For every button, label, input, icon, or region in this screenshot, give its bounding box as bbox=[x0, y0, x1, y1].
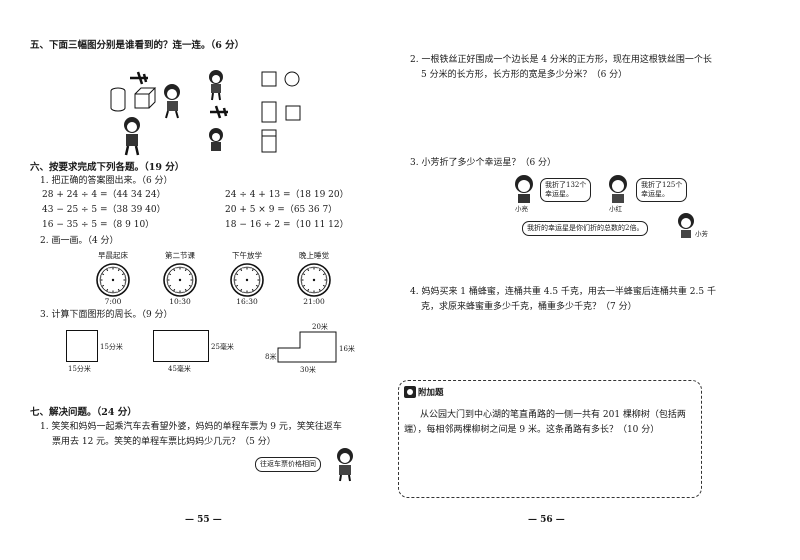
view-square-icon bbox=[261, 71, 277, 87]
clock-label-top: 晚上睡觉 bbox=[299, 251, 329, 260]
view-small-square-icon bbox=[285, 105, 301, 121]
airplane-right-icon bbox=[210, 105, 228, 119]
q5-figures bbox=[110, 70, 301, 156]
xiaoliang-bubble: 我折了132个 幸运星。 bbox=[540, 178, 592, 202]
xiaohong-icon bbox=[609, 175, 627, 203]
clock-label-bottom: 16:30 bbox=[236, 297, 258, 306]
rect-side-label: 25毫米 bbox=[211, 343, 234, 351]
ticket-hint-bubble: 往返车票价格相同 bbox=[255, 457, 321, 472]
girl-figure-right-icon bbox=[209, 70, 223, 101]
clock-label-top: 下午放学 bbox=[232, 251, 262, 260]
calc-item: 43 − 25 ÷ 5 =（38 39 40） bbox=[42, 205, 166, 215]
clock-label-top: 早晨起床 bbox=[98, 251, 128, 260]
q6-title: 六、按要求完成下列各题。（19 分） bbox=[30, 162, 185, 173]
q6-p3-title: 3. 计算下面图形的周长。（9 分） bbox=[40, 310, 173, 320]
bonus-box bbox=[398, 380, 702, 498]
r-q3-title: 3. 小芳折了多少个幸运星？（6 分） bbox=[410, 158, 557, 168]
xiaohong-name: 小红 bbox=[609, 205, 622, 213]
page-number-left: — 55 — bbox=[185, 515, 222, 525]
q5-title: 五、下面三幅图分别是谁看到的？连一连。（6 分） bbox=[30, 40, 245, 51]
clock-label-top: 第二节课 bbox=[165, 251, 195, 260]
clock-face bbox=[297, 263, 331, 297]
square-side-label: 15分米 bbox=[100, 343, 123, 351]
rect-bottom-label: 45毫米 bbox=[168, 365, 191, 373]
clock-face bbox=[230, 263, 264, 297]
xiaofang-icon bbox=[678, 213, 694, 238]
boy-figure-right-icon bbox=[209, 128, 223, 151]
clock-label-bottom: 7:00 bbox=[104, 297, 122, 306]
bonus-line2: 端），每相邻两棵柳树之间是 9 米。这条甬路有多长？（10 分） bbox=[404, 425, 660, 435]
girl-hint-icon bbox=[337, 448, 353, 482]
square-shape bbox=[66, 330, 98, 362]
cube-icon bbox=[134, 87, 157, 109]
view-tall-rect-icon bbox=[261, 101, 277, 123]
q7-p1-line1: 1. 笑笑和妈妈一起乘汽车去看望外婆，妈妈的单程车票为 9 元，笑笑往返车 bbox=[40, 422, 342, 432]
r-q2-line2: 5 分米的长方形，长方形的宽是多少分米？（6 分） bbox=[421, 70, 628, 80]
bubble-line: 幸运星。 bbox=[545, 190, 573, 198]
view-rect-line-icon bbox=[261, 129, 277, 153]
calc-item: 24 ÷ 4 + 13 =（18 19 20） bbox=[225, 190, 349, 200]
shape-top-label: 20米 bbox=[312, 323, 328, 331]
shape-left-label: 8米 bbox=[265, 353, 277, 361]
xiaofang-bubble: 我折的幸运星是你们折的总数的2倍。 bbox=[522, 221, 649, 236]
xiaohong-bubble: 我折了125个 幸运星。 bbox=[636, 178, 688, 202]
clock-face bbox=[96, 263, 130, 297]
calc-item: 28 + 24 ÷ 4 =（44 34 24） bbox=[42, 190, 166, 200]
clock-label-bottom: 10:30 bbox=[169, 297, 191, 306]
airplane-icon bbox=[130, 71, 148, 85]
clock-label-bottom: 21:00 bbox=[303, 297, 325, 306]
calc-item: 20 + 5 × 9 =（65 36 7） bbox=[225, 205, 338, 215]
calc-item: 18 − 16 ÷ 2 =（10 11 12） bbox=[225, 220, 349, 230]
r-q4-line1: 4. 妈妈买来 1 桶蜂蜜，连桶共重 4.5 千克，用去一半蜂蜜后连桶共重 2.… bbox=[410, 287, 716, 297]
bubble-line: 我折了132个 bbox=[545, 181, 587, 189]
page-number-right: — 56 — bbox=[528, 515, 565, 525]
r-q2-line1: 2. 一根铁丝正好围成一个边长是 4 分米的正方形，现在用这根铁丝围一个长 bbox=[410, 55, 712, 65]
bonus-icon bbox=[404, 386, 416, 398]
square-bottom-label: 15分米 bbox=[68, 365, 91, 373]
r-q4-line2: 克，求原来蜂蜜重多少千克，桶重多少千克？（7 分） bbox=[421, 302, 637, 312]
shape-right-label: 16米 bbox=[339, 345, 355, 353]
bubble-line: 幸运星。 bbox=[641, 190, 669, 198]
view-circle-icon bbox=[284, 71, 300, 87]
q6-p2-title: 2. 画一画。（4 分） bbox=[40, 236, 119, 246]
bonus-line1: 从公园大门到中心湖的笔直甬路的一侧一共有 201 棵柳树（包括两 bbox=[420, 410, 686, 420]
shape-bottom-label: 30米 bbox=[300, 366, 316, 374]
q7-p1-line2: 票用去 12 元。笑笑的单程车票比妈妈少几元？（5 分） bbox=[52, 437, 276, 447]
xiaoliang-icon bbox=[515, 175, 533, 203]
calc-item: 16 − 35 ÷ 5 =（8 9 10） bbox=[42, 220, 155, 230]
bonus-label: 附加题 bbox=[418, 388, 444, 398]
q6-p1-title: 1. 把正确的答案圈出来。（6 分） bbox=[40, 176, 173, 186]
cylinder-icon bbox=[110, 87, 126, 112]
girl-figure-icon bbox=[164, 84, 180, 119]
q7-title: 七、解决问题。（24 分） bbox=[30, 407, 137, 418]
rectangle-shape bbox=[153, 330, 209, 362]
xiaoliang-name: 小亮 bbox=[515, 205, 528, 213]
xiaofang-name: 小芳 bbox=[695, 230, 708, 238]
bubble-line: 我折了125个 bbox=[641, 181, 683, 189]
clock-face bbox=[163, 263, 197, 297]
boy-figure-icon bbox=[124, 117, 140, 156]
